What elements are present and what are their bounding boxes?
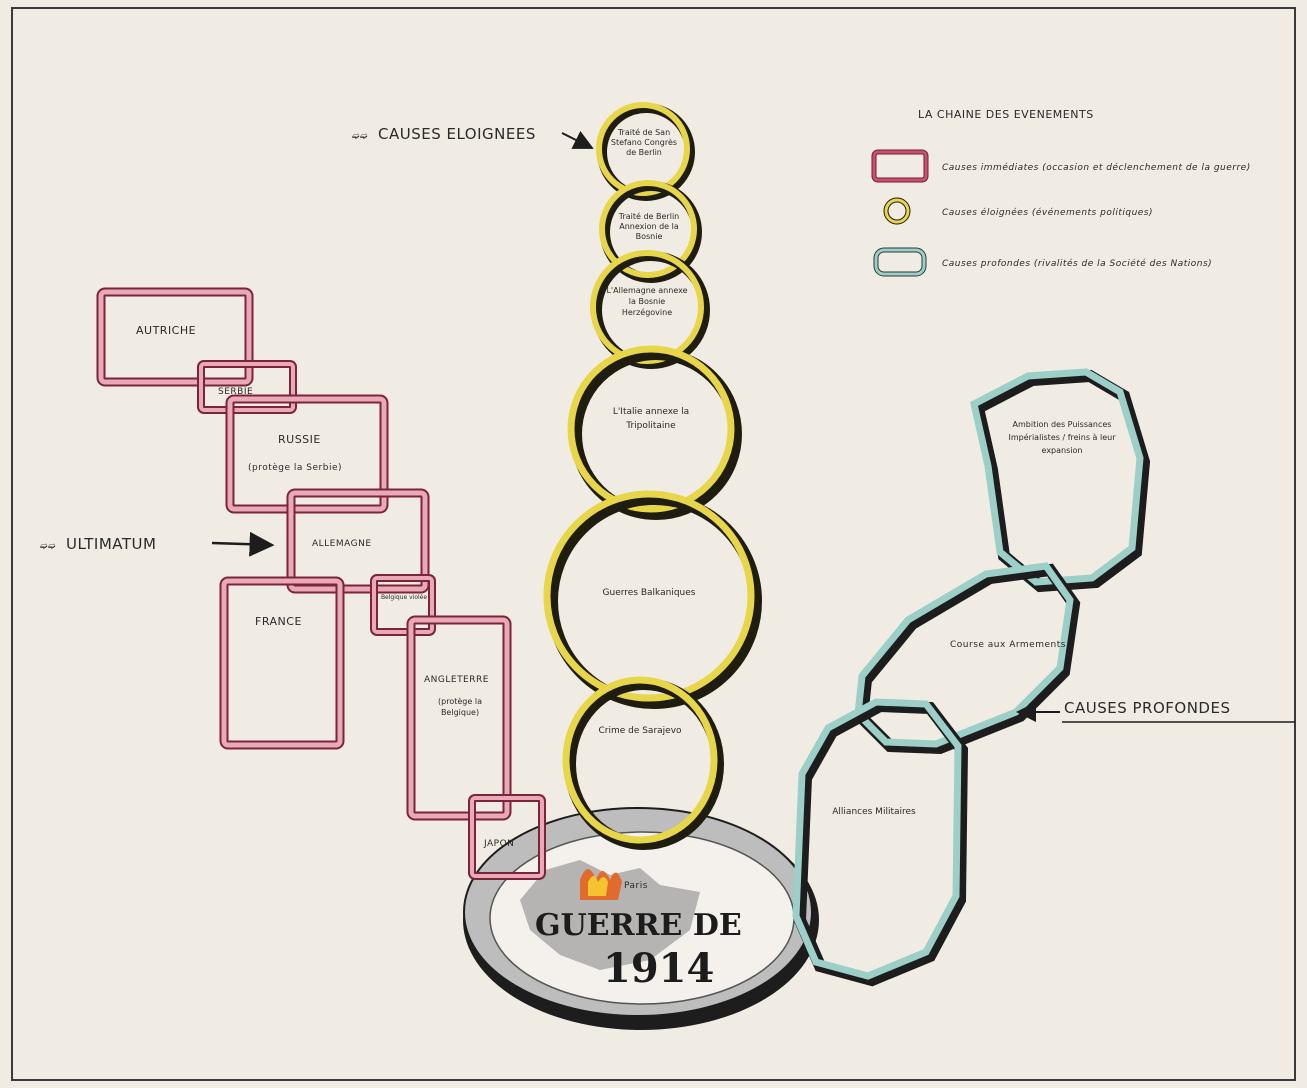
- legend-yellow-ring-inner: [884, 198, 910, 224]
- frame-border: [11, 7, 1296, 1081]
- yellow-link-1: Traité de San Stefano Congrès de Berlin: [596, 102, 695, 201]
- teal-link-armements: Course aux Armements: [854, 562, 1081, 755]
- red-link-angleterre: ANGLETERRE (protège la Belgique): [406, 615, 512, 821]
- yellow-link-2: Traité de Berlin Annexion de la Bosnie: [599, 180, 702, 283]
- red-link-russie: RUSSIE (protège la Serbie): [225, 394, 389, 514]
- teal-link-armements-label-1: Course aux Armements: [950, 640, 1066, 650]
- causes-profondes-label: CAUSES PROFONDES: [1064, 699, 1230, 717]
- yellow-chain: Traité de San Stefano Congrès de Berlin …: [543, 102, 762, 850]
- annotation-causes-profondes: CAUSES PROFONDES: [1016, 699, 1295, 723]
- legend-teal-octagon-inner: [874, 248, 926, 276]
- red-link-angleterre-sublabel: (protège la Belgique): [438, 697, 482, 717]
- teal-link-ambition: Ambition des Puissances Impérialistes / …: [969, 368, 1151, 593]
- yellow-link-5-label: Guerres Balkaniques: [602, 588, 696, 598]
- yellow-link-6-label: Crime de Sarajevo: [598, 726, 682, 736]
- red-chain: AUTRICHE SERBIE RUSSIE (protège la Serbi…: [96, 287, 546, 880]
- legend-red-rect-inner: [872, 150, 928, 182]
- annotation-ultimatum: ➫➫ ULTIMATUM: [40, 531, 275, 557]
- teal-link-ambition-label: Ambition des Puissances Impérialistes / …: [1008, 420, 1116, 455]
- war-title-line1: GUERRE DE: [535, 908, 742, 943]
- annotation-causes-eloignees: ➫➫ CAUSES ELOIGNEES: [352, 125, 594, 149]
- yellow-link-2-label: Traité de Berlin Annexion de la Bosnie: [618, 212, 680, 241]
- red-link-japon: JAPON: [468, 794, 546, 880]
- yellow-link-4: L'Italie annexe la Tripolitaine: [567, 345, 742, 520]
- red-link-belgique-label: Belgique violée: [380, 594, 428, 601]
- legend: LA CHAINE DES EVENEMENTS Causes immédiat…: [871, 108, 1251, 277]
- red-link-france-label: FRANCE: [255, 615, 302, 628]
- red-link-belgique: Belgique violée: [370, 574, 436, 636]
- red-link-japon-label: JAPON: [483, 839, 514, 849]
- europe-map-shape: [520, 860, 700, 970]
- teal-chain: Ambition des Puissances Impérialistes / …: [792, 368, 1151, 987]
- yellow-link-6: Crime de Sarajevo: [562, 676, 724, 850]
- red-link-france: FRANCE: [219, 576, 345, 750]
- fire-core-icon: [588, 876, 608, 896]
- red-link-autriche-label: AUTRICHE: [136, 324, 196, 337]
- legend-title: LA CHAINE DES EVENEMENTS: [918, 108, 1094, 121]
- red-link-russie-sublabel: (protège la Serbie): [248, 462, 342, 473]
- red-link-serbie: SERBIE: [197, 360, 297, 414]
- teal-link-alliances: Alliances Militaires: [792, 698, 969, 987]
- red-link-allemagne-label: ALLEMAGNE: [312, 539, 372, 549]
- yellow-link-4-label: L'Italie annexe la Tripolitaine: [612, 407, 690, 431]
- causes-eloignees-label: CAUSES ELOIGNEES: [378, 125, 536, 143]
- flame-label: Paris: [624, 881, 648, 891]
- ultimatum-label: ULTIMATUM: [66, 535, 156, 553]
- legend-teal-octagon-icon: [873, 247, 927, 277]
- war-title-line2: 1914: [603, 945, 714, 992]
- red-link-angleterre-label: ANGLETERRE: [424, 675, 489, 685]
- red-link-allemagne: ALLEMAGNE: [286, 488, 430, 594]
- legend-red-label: Causes immédiates (occasion et déclenche…: [942, 162, 1251, 173]
- ultimatum-arrow: [211, 531, 275, 557]
- legend-teal-label: Causes profondes (rivalités de la Sociét…: [942, 258, 1212, 269]
- ultimatum-triple-arrow-icon: ➫➫: [40, 542, 56, 552]
- yellow-link-3-label: L'Allemagne annexe la Bosnie Herzégovine: [606, 286, 688, 317]
- yellow-link-3: L'Allemagne annexe la Bosnie Herzégovine: [590, 250, 710, 369]
- legend-red-rect-icon: [871, 149, 929, 183]
- red-link-russie-label: RUSSIE: [278, 433, 321, 446]
- red-link-serbie-label: SERBIE: [218, 387, 253, 397]
- legend-yellow-label: Causes éloignées (événements politiques): [942, 207, 1153, 218]
- causes-eloignees-arrow: [561, 131, 594, 149]
- red-link-autriche: AUTRICHE: [96, 287, 254, 387]
- triple-arrow-icon: ➫➫: [352, 132, 368, 142]
- war-bowl: Paris GUERRE DE 1914: [463, 807, 819, 1030]
- teal-link-alliances-label: Alliances Militaires: [832, 807, 916, 817]
- yellow-link-5: Guerres Balkaniques: [543, 490, 762, 709]
- yellow-link-1-label: Traité de San Stefano Congrès de Berlin: [610, 128, 678, 157]
